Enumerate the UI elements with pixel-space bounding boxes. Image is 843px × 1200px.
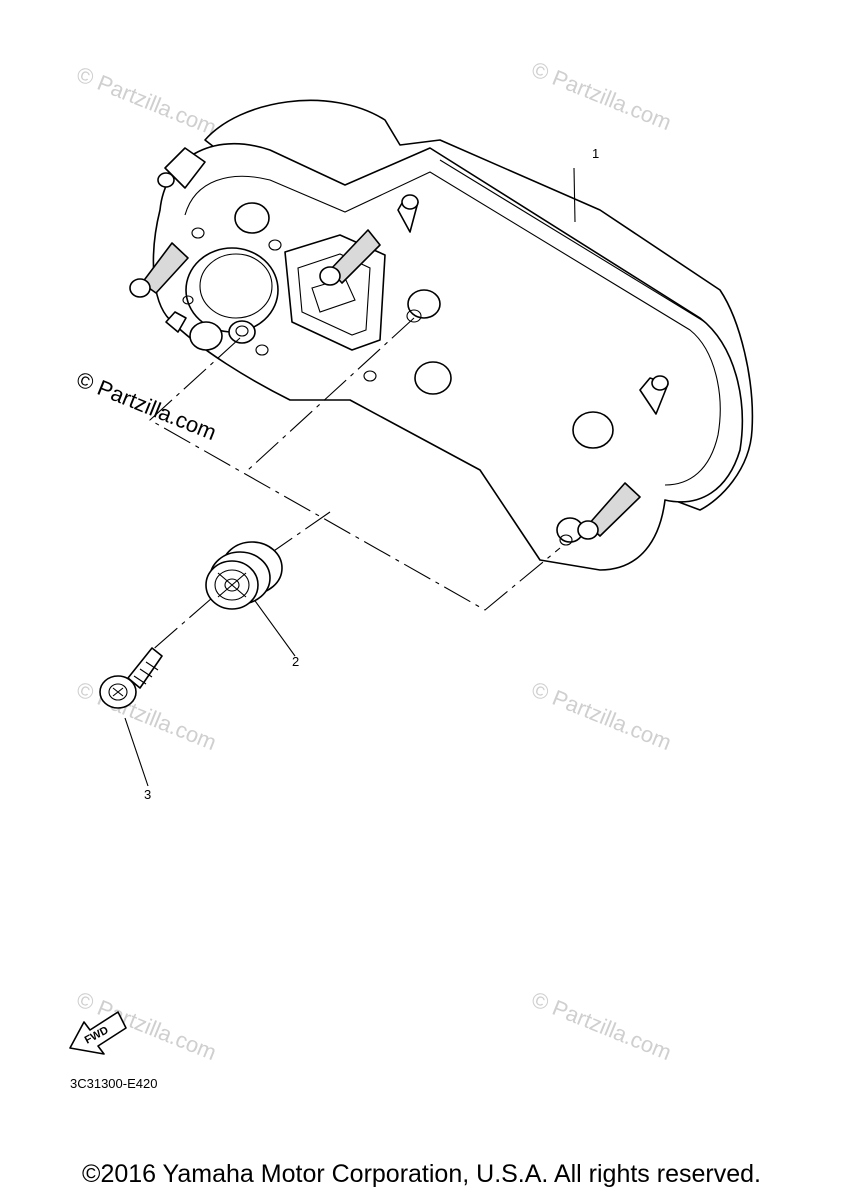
grommet-part bbox=[205, 541, 283, 610]
watermark: © Partzilla.com bbox=[73, 676, 220, 755]
callout-3: 3 bbox=[144, 787, 151, 802]
watermark-prominent: © Partzilla.com bbox=[73, 366, 220, 445]
screw-part bbox=[99, 647, 163, 709]
callout-1: 1 bbox=[592, 146, 599, 161]
copyright-text: ©2016 Yamaha Motor Corporation, U.S.A. A… bbox=[82, 1160, 761, 1188]
watermark: © Partzilla.com bbox=[528, 676, 675, 755]
meter-assembly bbox=[129, 99, 754, 571]
watermark: © Partzilla.com bbox=[528, 986, 675, 1065]
fwd-arrow-icon: FWD bbox=[69, 1011, 127, 1055]
diagram-code: 3C31300-E420 bbox=[70, 1076, 157, 1091]
watermark: © Partzilla.com bbox=[528, 56, 675, 135]
callout-2: 2 bbox=[292, 654, 299, 669]
assembly-guide-lines bbox=[124, 167, 576, 787]
watermark: © Partzilla.com bbox=[73, 61, 220, 140]
